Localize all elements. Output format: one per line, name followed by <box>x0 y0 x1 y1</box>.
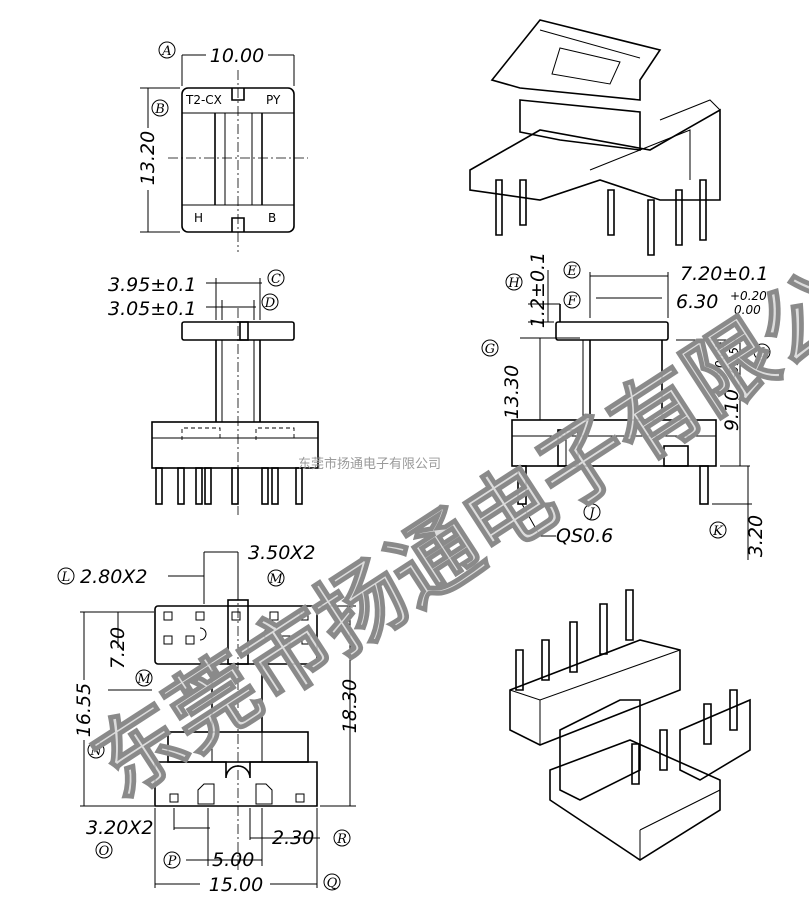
marker-d-circle <box>261 293 279 311</box>
dim-c: 3.95±0.1 <box>108 274 196 296</box>
dim-f: 6.30 <box>676 291 718 313</box>
dim-k: 3.20 <box>745 515 767 557</box>
dim-m2: 7.20 <box>107 627 129 669</box>
marker-l-circle <box>57 567 75 585</box>
dim-i-tol-plus: +0.05 <box>713 341 727 378</box>
isometric-view-bottom <box>509 589 751 861</box>
marker-q-circle <box>323 873 341 891</box>
marker-j: J <box>586 506 595 521</box>
dim-d: 3.05±0.1 <box>108 298 196 320</box>
dim-p: 5.00 <box>212 849 254 871</box>
dim-j-pin: QS0.6 <box>556 525 613 547</box>
top-view <box>140 54 308 252</box>
dim-m: 3.50X2 <box>248 542 315 564</box>
marker-i-circle <box>753 343 771 361</box>
dim-g: 13.30 <box>501 365 523 419</box>
marker-c-circle <box>267 269 285 287</box>
marker-c: C <box>271 272 281 287</box>
marker-r-circle <box>333 829 351 847</box>
marker-e-circle <box>563 261 581 279</box>
marker-m2: M <box>136 672 151 687</box>
dim-q: 15.00 <box>209 874 263 896</box>
marker-n-circle <box>87 741 105 759</box>
dim-r: 2.30 <box>272 827 314 849</box>
marker-m2-circle <box>135 669 153 687</box>
marker-h-circle <box>505 273 523 291</box>
dim-n: 16.55 <box>73 683 95 737</box>
watermark-small: 东莞市扬通电子有限公司 <box>298 456 441 472</box>
marker-k-circle <box>709 521 727 539</box>
marker-p-circle <box>163 851 181 869</box>
marker-n: N <box>89 744 102 759</box>
marker-i: I <box>758 346 765 361</box>
marker-e: E <box>566 264 577 279</box>
dim-a-width: 10.00 <box>210 45 264 67</box>
label-t2-cx: T2-CX <box>185 93 222 107</box>
marker-h: H <box>507 276 520 291</box>
marker-q: Q <box>327 876 338 891</box>
dim-f-tol-plus: +0.20 <box>730 289 767 303</box>
marker-m-circle <box>267 569 285 587</box>
marker-m: M <box>268 572 283 587</box>
dim-f-tol-minus: 0.00 <box>734 303 761 317</box>
marker-p: P <box>167 854 177 869</box>
label-b: B <box>268 211 276 225</box>
marker-f-circle <box>563 291 581 309</box>
bottom-view <box>80 551 356 888</box>
dim-i: 9.10 <box>721 389 743 431</box>
label-py: PY <box>266 93 281 107</box>
side-view <box>511 270 752 560</box>
front-view <box>151 278 319 515</box>
marker-g-circle <box>481 339 499 357</box>
marker-j-circle <box>583 503 601 521</box>
marker-o-circle <box>95 841 113 859</box>
dim-e: 7.20±0.1 <box>680 263 768 285</box>
marker-r: R <box>336 832 347 847</box>
dim-18-30: 18.30 <box>339 679 361 733</box>
marker-o: O <box>99 844 110 859</box>
marker-a-circle <box>158 41 176 59</box>
dim-i-tol-minus: -0.15 <box>727 347 741 378</box>
marker-l: L <box>61 570 71 585</box>
dim-o: 3.20X2 <box>86 817 153 839</box>
dim-h: 1.2±0.1 <box>527 252 549 328</box>
isometric-view-top <box>469 19 721 256</box>
label-h: H <box>194 211 203 225</box>
marker-d: D <box>264 296 276 311</box>
marker-b-circle <box>151 99 169 117</box>
marker-g: G <box>485 342 495 357</box>
marker-k: K <box>712 524 724 539</box>
marker-a: A <box>161 44 171 59</box>
dim-b-height: 13.20 <box>137 131 159 185</box>
marker-f: F <box>566 294 577 309</box>
dim-l: 2.80X2 <box>80 566 147 588</box>
marker-b: B <box>154 102 165 117</box>
